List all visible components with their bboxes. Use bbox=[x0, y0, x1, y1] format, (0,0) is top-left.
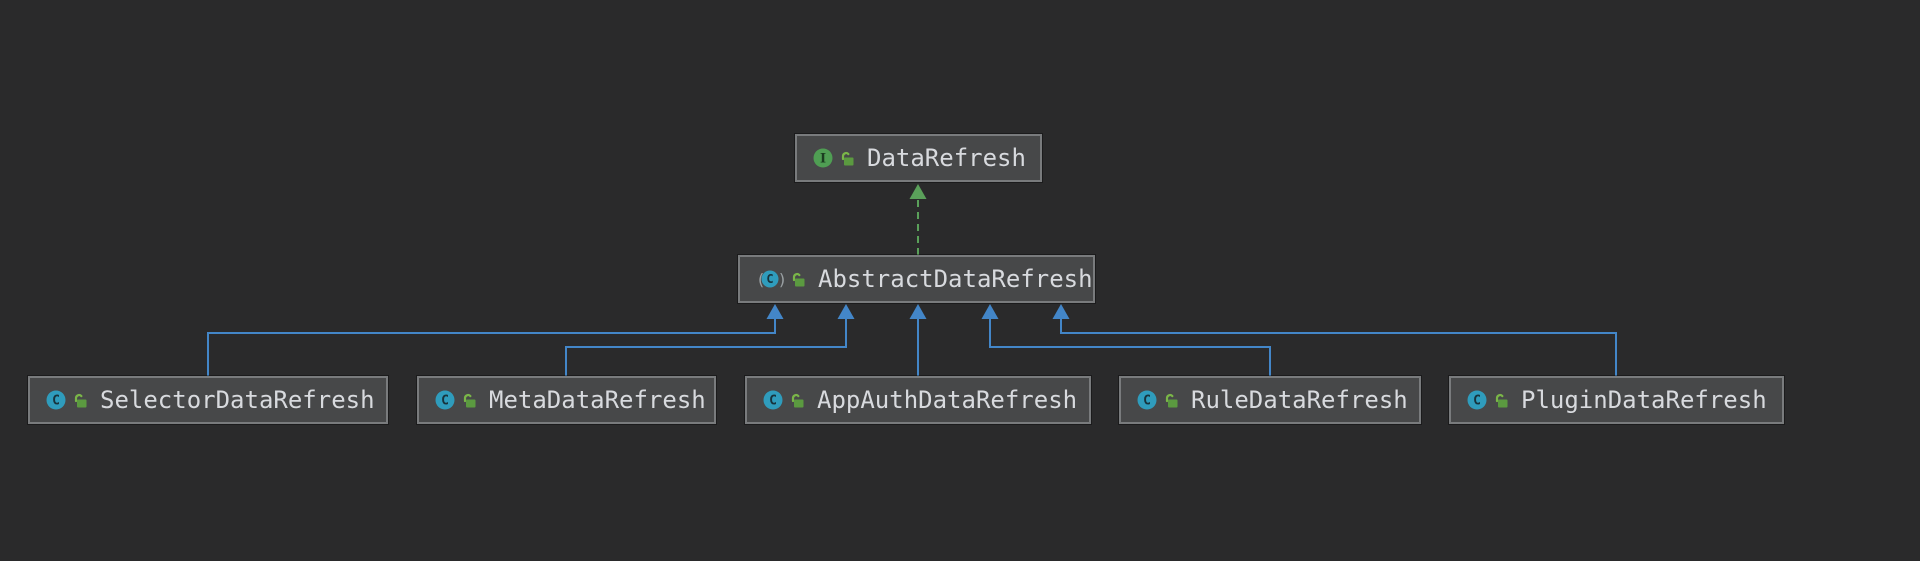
svg-text:C: C bbox=[766, 272, 773, 286]
extends-edge-line bbox=[989, 319, 1271, 376]
edge-MetaDataRefresh-extends-AbstractDataRefresh bbox=[565, 304, 855, 376]
svg-text:C: C bbox=[1473, 394, 1481, 409]
svg-text:C: C bbox=[441, 394, 449, 409]
class-name-label: MetaDataRefresh bbox=[489, 386, 706, 414]
class-node-PluginDataRefresh[interactable]: C PluginDataRefresh bbox=[1449, 376, 1784, 424]
edge-RuleDataRefresh-extends-AbstractDataRefresh bbox=[981, 304, 1271, 376]
public-lock-icon bbox=[72, 392, 89, 409]
class-icon: C bbox=[1136, 389, 1158, 411]
interface-icon: I bbox=[812, 147, 834, 169]
class-node-AppAuthDataRefresh[interactable]: C AppAuthDataRefresh bbox=[745, 376, 1091, 424]
edge-AbstractDataRefresh-implements-DataRefresh bbox=[909, 184, 927, 255]
svg-text:(: ( bbox=[756, 270, 766, 289]
public-lock-icon bbox=[1163, 392, 1180, 409]
public-lock-icon bbox=[1493, 392, 1510, 409]
extends-arrowhead-icon bbox=[981, 304, 999, 319]
public-lock-icon bbox=[790, 271, 807, 288]
class-name-label: AbstractDataRefresh bbox=[818, 265, 1093, 293]
class-icon: C bbox=[45, 389, 67, 411]
extends-arrowhead-icon bbox=[837, 304, 855, 319]
abstract-class-node-AbstractDataRefresh[interactable]: (C) AbstractDataRefresh bbox=[738, 255, 1095, 303]
svg-text:): ) bbox=[778, 270, 786, 289]
class-icon: C bbox=[1466, 389, 1488, 411]
class-node-RuleDataRefresh[interactable]: C RuleDataRefresh bbox=[1119, 376, 1421, 424]
svg-text:C: C bbox=[1143, 394, 1151, 409]
extends-edge-line bbox=[1060, 319, 1617, 376]
public-lock-icon bbox=[789, 392, 806, 409]
class-name-label: RuleDataRefresh bbox=[1191, 386, 1408, 414]
class-name-label: AppAuthDataRefresh bbox=[817, 386, 1078, 414]
svg-text:C: C bbox=[52, 394, 60, 409]
extends-arrowhead-icon bbox=[909, 304, 927, 319]
svg-text:C: C bbox=[769, 394, 777, 409]
extends-edge-line bbox=[207, 319, 776, 376]
class-name-label: SelectorDataRefresh bbox=[100, 386, 375, 414]
extends-arrowhead-icon bbox=[1052, 304, 1070, 319]
svg-text:I: I bbox=[820, 152, 826, 167]
extends-arrowhead-icon bbox=[766, 304, 784, 319]
abstract-class-icon: (C) bbox=[755, 268, 785, 290]
class-icon: C bbox=[762, 389, 784, 411]
edge-AppAuthDataRefresh-extends-AbstractDataRefresh bbox=[909, 304, 927, 376]
class-node-SelectorDataRefresh[interactable]: C SelectorDataRefresh bbox=[28, 376, 388, 424]
public-lock-icon bbox=[839, 150, 856, 167]
edge-PluginDataRefresh-extends-AbstractDataRefresh bbox=[1052, 304, 1617, 376]
class-name-label: DataRefresh bbox=[867, 144, 1026, 172]
class-icon: C bbox=[434, 389, 456, 411]
edge-SelectorDataRefresh-extends-AbstractDataRefresh bbox=[207, 304, 784, 376]
public-lock-icon bbox=[461, 392, 478, 409]
class-node-MetaDataRefresh[interactable]: C MetaDataRefresh bbox=[417, 376, 716, 424]
interface-node-DataRefresh[interactable]: I DataRefresh bbox=[795, 134, 1042, 182]
extends-edge-line bbox=[565, 319, 847, 376]
class-name-label: PluginDataRefresh bbox=[1521, 386, 1767, 414]
implements-arrowhead-icon bbox=[909, 184, 927, 199]
